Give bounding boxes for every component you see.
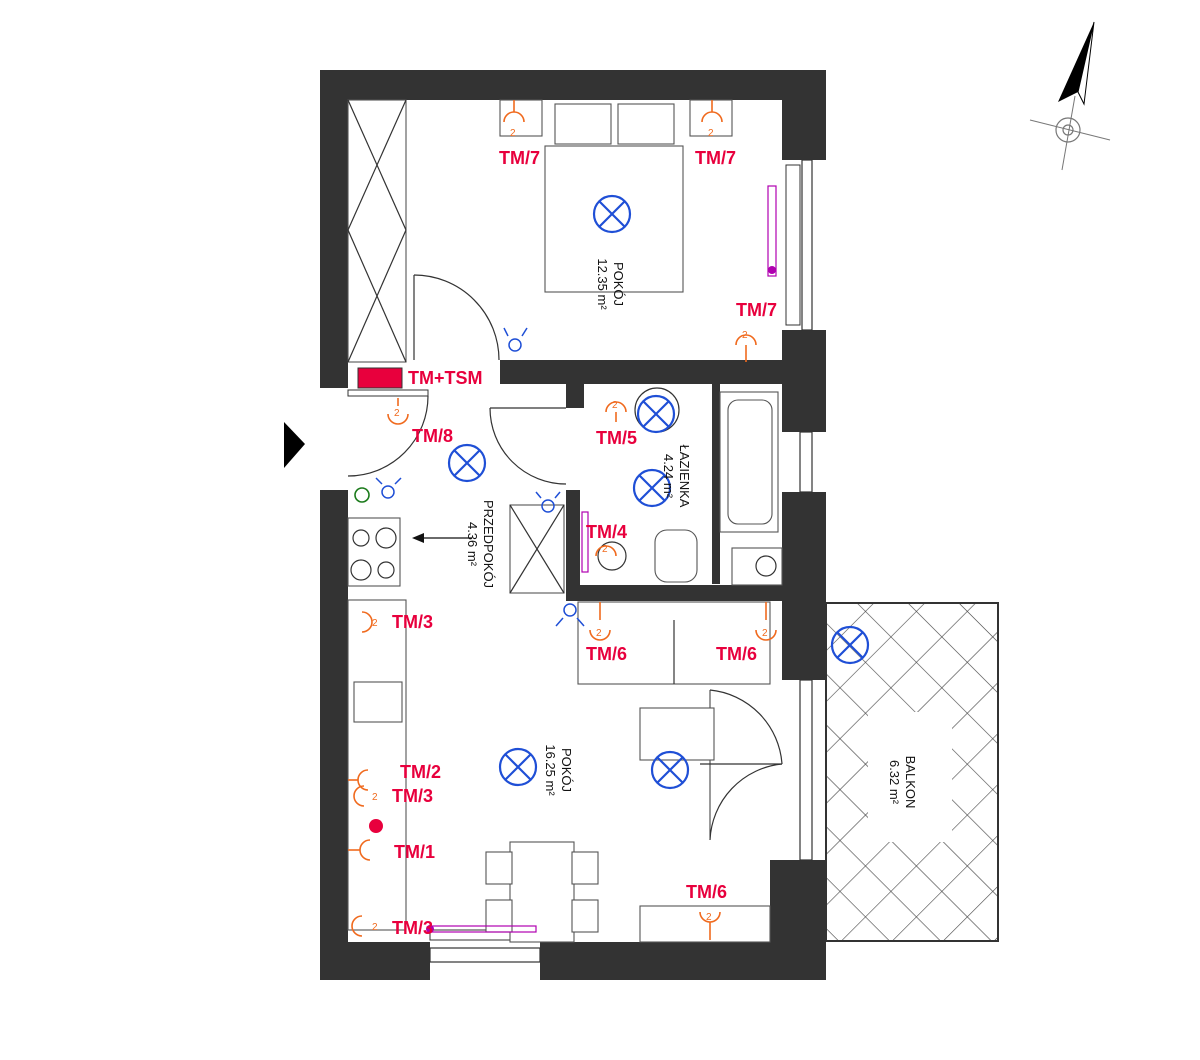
svg-text:2: 2 bbox=[742, 330, 748, 341]
svg-text:16.25 m²: 16.25 m² bbox=[543, 744, 558, 796]
svg-text:2: 2 bbox=[602, 544, 608, 555]
room-living-label: POKÓJ 16.25 m² bbox=[543, 744, 574, 796]
socket-icon: 2 bbox=[699, 911, 721, 940]
tm-label: TM/7 bbox=[499, 148, 540, 168]
svg-text:2: 2 bbox=[372, 922, 378, 933]
socket-icon: 2 bbox=[701, 100, 723, 139]
light-fixture-icon bbox=[636, 394, 676, 434]
switch-icon bbox=[503, 327, 528, 352]
socket-icon: 2 bbox=[387, 398, 409, 425]
tm-label: TM/7 bbox=[695, 148, 736, 168]
switches bbox=[354, 327, 585, 627]
furniture bbox=[347, 99, 783, 943]
svg-text:BALKON: BALKON bbox=[903, 756, 918, 809]
room-balcony-label: BALKON 6.32 m² bbox=[887, 756, 918, 809]
svg-text:4.24 m²: 4.24 m² bbox=[661, 454, 676, 499]
svg-text:4.36 m²: 4.36 m² bbox=[465, 522, 480, 567]
svg-text:2: 2 bbox=[394, 408, 400, 419]
svg-text:2: 2 bbox=[596, 628, 602, 639]
socket-icon: 2 bbox=[503, 100, 525, 139]
heaters bbox=[426, 185, 777, 933]
svg-text:2: 2 bbox=[708, 128, 714, 139]
socket-icon bbox=[369, 819, 383, 833]
socket-icon bbox=[348, 769, 369, 791]
socket-icon: 2 bbox=[353, 785, 378, 807]
tm-label: TM/3 bbox=[392, 612, 433, 632]
room-bathroom-label: ŁAZIENKA 4.24 m² bbox=[661, 445, 692, 508]
tm-label: TM/4 bbox=[586, 522, 627, 542]
walls bbox=[320, 70, 826, 980]
socket-icon: 2 bbox=[605, 400, 627, 422]
socket-icon: 2 bbox=[735, 330, 757, 362]
tm-label: TM/1 bbox=[394, 842, 435, 862]
svg-text:2: 2 bbox=[372, 618, 378, 629]
tm-label: TM/6 bbox=[716, 644, 757, 664]
windows bbox=[429, 159, 813, 963]
tm-label: TM/7 bbox=[736, 300, 777, 320]
svg-text:POKÓJ: POKÓJ bbox=[559, 748, 574, 792]
light-fixture-icon bbox=[592, 194, 632, 234]
electrical-panel bbox=[357, 367, 403, 389]
room-bedroom-label: POKÓJ 12.35 m² bbox=[595, 258, 626, 310]
light-fixture-icon bbox=[650, 750, 690, 790]
tm-labels: TM/7 TM/7 TM/7 TM+TSM TM/8 TM/5 TM/4 TM/… bbox=[392, 148, 777, 938]
light-fixture-icon bbox=[830, 625, 870, 665]
svg-text:2: 2 bbox=[372, 792, 378, 803]
socket-icon: 2 bbox=[589, 602, 611, 641]
entrance-arrow-icon bbox=[284, 422, 305, 468]
tm-label: TM/5 bbox=[596, 428, 637, 448]
tm-label: TM/6 bbox=[586, 644, 627, 664]
svg-text:2: 2 bbox=[612, 400, 618, 411]
tm-label: TM/3 bbox=[392, 918, 433, 938]
tm-label: TM/2 bbox=[400, 762, 441, 782]
svg-text:ŁAZIENKA: ŁAZIENKA bbox=[677, 445, 692, 508]
svg-text:6.32 m²: 6.32 m² bbox=[887, 760, 902, 805]
svg-text:PRZEDPOKÓJ: PRZEDPOKÓJ bbox=[481, 500, 496, 588]
socket-icon: 2 bbox=[755, 602, 777, 641]
socket-icon: 2 bbox=[361, 611, 378, 633]
socket-icon bbox=[348, 839, 371, 861]
light-fixture-icon bbox=[498, 747, 538, 787]
north-arrow-icon bbox=[1029, 21, 1111, 171]
svg-text:2: 2 bbox=[510, 128, 516, 139]
socket-icon: 2 bbox=[351, 915, 378, 937]
svg-text:12.35 m²: 12.35 m² bbox=[595, 258, 610, 310]
svg-text:2: 2 bbox=[706, 912, 712, 923]
svg-text:2: 2 bbox=[762, 628, 768, 639]
switch-icon bbox=[375, 477, 402, 499]
light-fixture-icon bbox=[447, 443, 487, 483]
doorbell-icon bbox=[354, 487, 370, 503]
light-fixtures bbox=[447, 194, 870, 790]
tm-label: TM/3 bbox=[392, 786, 433, 806]
socket-icon: 2 bbox=[595, 544, 617, 557]
light-fixture-icon bbox=[632, 468, 672, 508]
svg-text:POKÓJ: POKÓJ bbox=[611, 262, 626, 306]
tm-label: TM/8 bbox=[412, 426, 453, 446]
sockets: 2 2 2 2 2 2 2 2 2 2 2 2 bbox=[348, 100, 777, 940]
switch-icon bbox=[555, 603, 585, 627]
tm-label: TM+TSM bbox=[408, 368, 483, 388]
tm-label: TM/6 bbox=[686, 882, 727, 902]
switch-icon bbox=[535, 491, 561, 513]
room-hall-label: PRZEDPOKÓJ 4.36 m² bbox=[465, 500, 496, 588]
